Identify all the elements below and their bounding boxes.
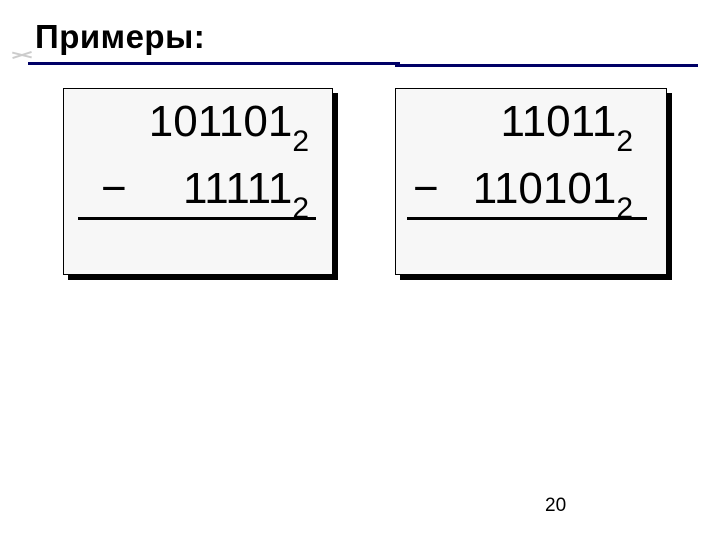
subtrahend-base-subscript: 2 bbox=[292, 192, 309, 225]
binary-subtraction-card-2: 110112 −1101012 bbox=[395, 88, 667, 275]
title-underline-left bbox=[28, 62, 400, 65]
minus-operator: − bbox=[101, 164, 127, 213]
subtrahend-line: −1101012 bbox=[396, 164, 666, 224]
subtrahend-base-subscript: 2 bbox=[616, 192, 633, 225]
subtrahend-value: 11111 bbox=[183, 164, 293, 213]
page-number: 20 bbox=[545, 495, 567, 516]
minuend-base-subscript: 2 bbox=[616, 125, 633, 158]
subtrahend-value: 110101 bbox=[472, 164, 617, 213]
minuend-line: 1011012 bbox=[64, 97, 332, 157]
binary-subtraction-card-1: 1011012 −111112 bbox=[63, 88, 333, 275]
minuend-line: 110112 bbox=[396, 97, 666, 157]
difference-rule bbox=[407, 217, 647, 220]
title-underline-right bbox=[395, 63, 698, 67]
minuend-value: 11011 bbox=[500, 97, 617, 146]
minuend-base-subscript: 2 bbox=[292, 125, 309, 158]
slide-title: Примеры: bbox=[35, 18, 206, 55]
minus-operator: − bbox=[413, 164, 439, 213]
decorative-swoosh bbox=[12, 49, 34, 61]
minuend-value: 101101 bbox=[148, 97, 293, 146]
difference-rule bbox=[78, 217, 316, 220]
subtrahend-line: − 111112 bbox=[64, 164, 332, 224]
